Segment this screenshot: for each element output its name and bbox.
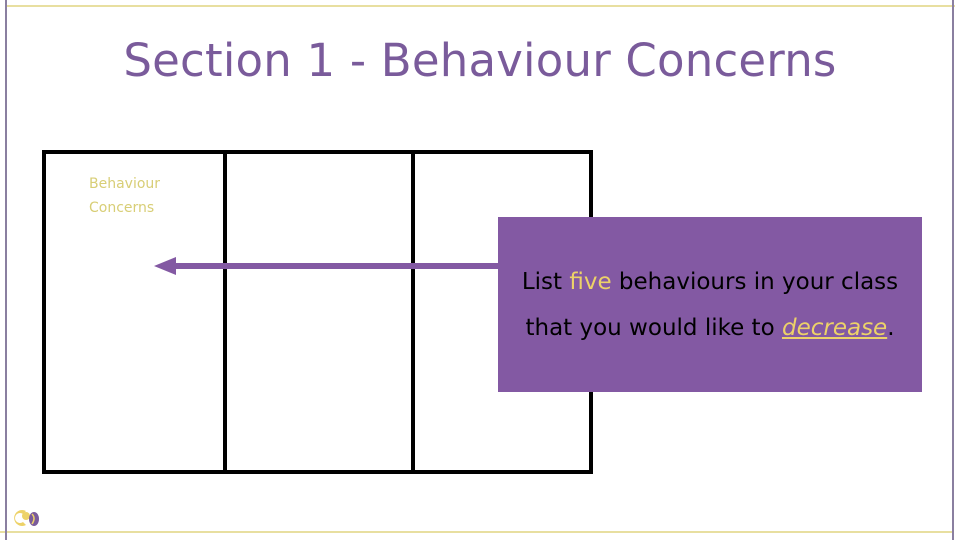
table-column-2: [227, 154, 415, 470]
callout-highlight-five: five: [569, 268, 612, 295]
frame-right-line: [952, 0, 954, 540]
table-column-1: Behaviour Concerns: [46, 154, 227, 470]
callout-segment-1: List: [521, 268, 570, 295]
cell-label-behaviour-concerns: Behaviour Concerns: [89, 176, 161, 216]
callout-highlight-decrease: decrease: [781, 314, 888, 341]
callout-segment-2: behaviours in your class that you would …: [525, 268, 899, 341]
callout-text: List five behaviours in your class that …: [498, 259, 922, 351]
callout-box: List five behaviours in your class that …: [498, 217, 922, 392]
frame-bottom-line: [0, 531, 952, 533]
callout-segment-3: .: [887, 314, 895, 341]
brand-logo-icon: [14, 510, 39, 526]
page-title: Section 1 - Behaviour Concerns: [123, 34, 837, 87]
frame-left-line: [5, 0, 7, 540]
frame-top-line: [6, 5, 955, 7]
